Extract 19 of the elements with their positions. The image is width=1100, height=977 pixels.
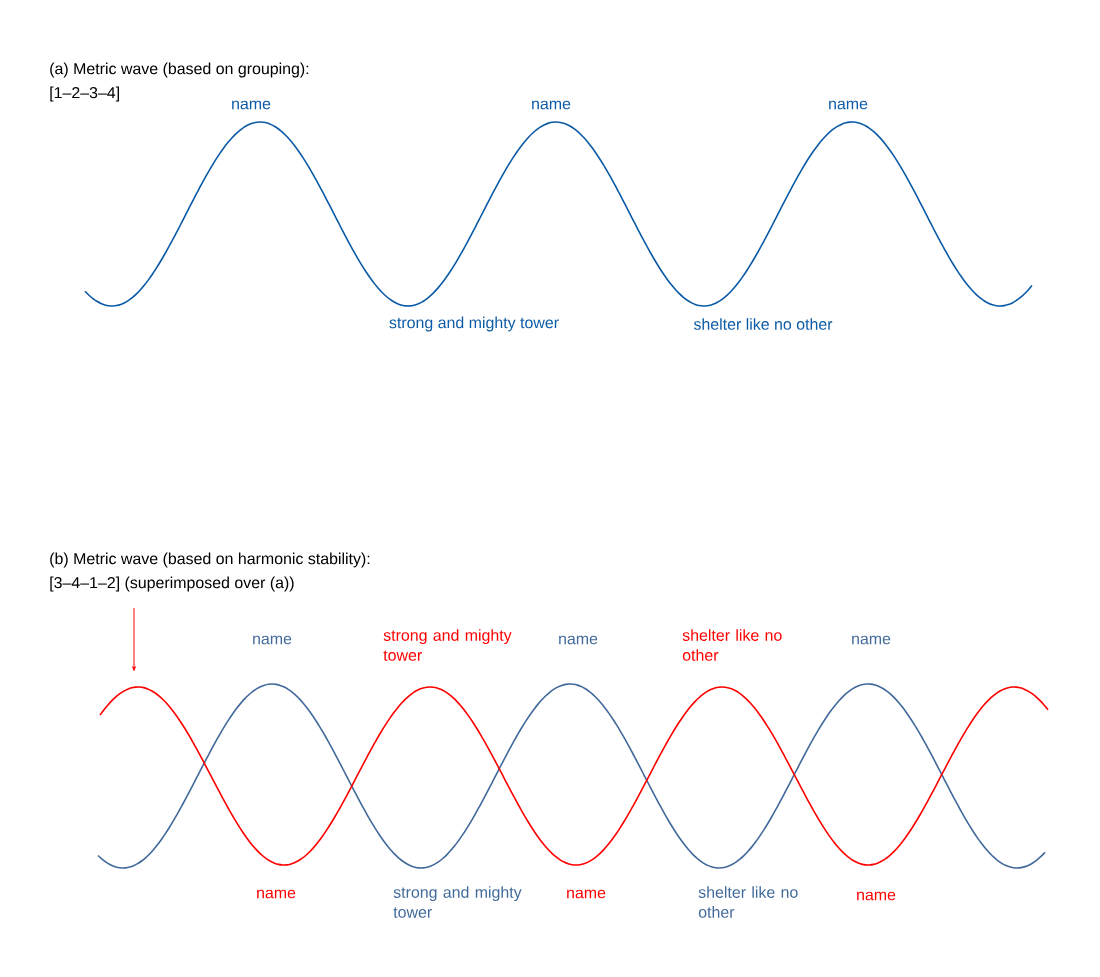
wave-label: name	[829, 100, 868, 110]
wave-label: strong and mighty tower	[393, 886, 522, 918]
wave-label: shelter like no other	[693, 318, 833, 330]
sequence-label: [3–4–1–2] (superimposed over (a))	[50, 576, 294, 592]
panel-heading: (a) Metric wave (based on grouping):	[50, 62, 309, 78]
wave-label: strong and mighty tower	[383, 629, 512, 661]
wave-label: name	[532, 100, 571, 110]
wave-label: name	[559, 635, 598, 645]
panel-heading: (b) Metric wave (based on harmonic stability):	[50, 552, 370, 568]
sequence-label: [1–2–3–4]	[50, 86, 119, 102]
wave-label: name	[232, 100, 271, 110]
wave-label: name	[253, 635, 292, 645]
wave-label: name	[567, 889, 606, 899]
wave-label: strong and mighty tower	[389, 316, 559, 332]
wave-label: name	[857, 891, 896, 901]
wave-label: shelter like no other	[698, 886, 798, 918]
wave-label: shelter like no other	[682, 629, 782, 661]
wave-label: name	[852, 635, 891, 645]
wave-label: name	[257, 889, 296, 899]
